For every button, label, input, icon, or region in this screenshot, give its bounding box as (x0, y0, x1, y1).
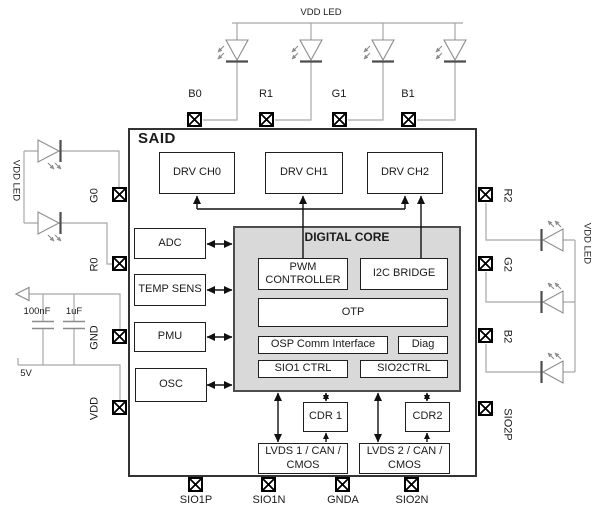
block-cdr2: CDR2 (405, 402, 450, 432)
pin-b2 (478, 328, 493, 343)
pin-gnd (112, 329, 127, 344)
led-icon (540, 220, 564, 252)
pin-label-sio2p: SIO2P (501, 408, 514, 441)
pin-label-sio1n: SIO1N (252, 494, 286, 506)
led-icon (217, 39, 249, 63)
pin-label-gnd: GND (88, 325, 101, 350)
block-diag: Diag (398, 336, 448, 354)
pin-sio2n (404, 477, 419, 492)
block-drv-ch2: DRV CH2 (367, 152, 443, 194)
pin-label-g1: G1 (331, 88, 347, 100)
block-drv-ch1: DRV CH1 (265, 152, 343, 194)
pin-label-g0: G0 (88, 188, 101, 203)
led-icon (291, 39, 323, 63)
pin-label-sio2n: SIO2N (395, 494, 429, 506)
pin-label-gnda: GNDA (327, 494, 359, 506)
block-pwm-controller: PWM CONTROLLER (258, 258, 348, 290)
led-icons-top (217, 39, 467, 63)
led-icons-right (540, 220, 564, 384)
pin-label-r0: R0 (88, 257, 101, 272)
pin-vdd (112, 400, 127, 415)
led-icon (540, 352, 564, 384)
digital-core-title: DIGITAL CORE (304, 230, 390, 244)
pin-b1 (401, 112, 416, 127)
net-label-vdd-led-left: VDD LED (10, 159, 22, 202)
pin-label-sio1p: SIO1P (179, 494, 213, 506)
led-icon (435, 39, 467, 63)
pin-label-b1: B1 (401, 88, 415, 100)
pin-r1 (259, 112, 274, 127)
net-label-vdd-led-top: VDD LED (300, 7, 342, 18)
pin-g1 (332, 112, 347, 127)
pin-g2 (478, 256, 493, 271)
block-otp: OTP (258, 298, 448, 327)
pin-label-r2: R2 (501, 188, 514, 203)
block-pmu: PMU (134, 322, 206, 352)
led-icon (37, 211, 62, 242)
block-adc: ADC (134, 228, 206, 259)
pin-r0 (112, 256, 127, 271)
block-osc: OSC (135, 368, 207, 402)
supply-label-5v: 5V (20, 368, 32, 379)
block-cdr1: CDR 1 (303, 402, 348, 432)
block-temp-sens: TEMP SENS (134, 274, 206, 306)
led-icon (363, 39, 395, 63)
chip-title: SAID (138, 130, 176, 147)
pin-label-b2: B2 (501, 329, 514, 344)
block-lvds1: LVDS 1 / CAN / CMOS (258, 443, 348, 474)
net-label-vdd-led-right: VDD LED (581, 222, 593, 265)
pin-r2 (478, 187, 493, 202)
pin-g0 (112, 187, 127, 202)
pin-sio1p (188, 477, 203, 492)
said-chip-outline (128, 128, 477, 477)
block-sio1-ctrl: SIO1 CTRL (258, 360, 348, 378)
block-osp-comm-interface: OSP Comm Interface (258, 336, 388, 354)
pin-label-g2: G2 (501, 257, 514, 272)
block-lvds2: LVDS 2 / CAN / CMOS (359, 443, 450, 474)
pin-gnda (335, 477, 350, 492)
block-sio2-ctrl: SIO2CTRL (360, 360, 448, 378)
block-drv-ch0: DRV CH0 (159, 152, 235, 194)
capacitor-icons (32, 320, 85, 330)
pin-label-r1: R1 (258, 88, 274, 100)
cap-label-100nf: 100nF (23, 306, 51, 317)
pin-label-vdd: VDD (88, 396, 101, 421)
pin-sio1n (261, 477, 276, 492)
pin-sio2p (478, 401, 493, 416)
ground-arrow-icon (14, 286, 30, 302)
led-icon (37, 139, 62, 170)
cap-label-1uf: 1uF (65, 306, 83, 317)
pin-label-b0: B0 (188, 88, 202, 100)
block-i2c-bridge: I2C BRIDGE (360, 258, 448, 290)
pin-b0 (187, 112, 202, 127)
led-icons-left (37, 139, 62, 242)
led-icon (540, 282, 564, 314)
